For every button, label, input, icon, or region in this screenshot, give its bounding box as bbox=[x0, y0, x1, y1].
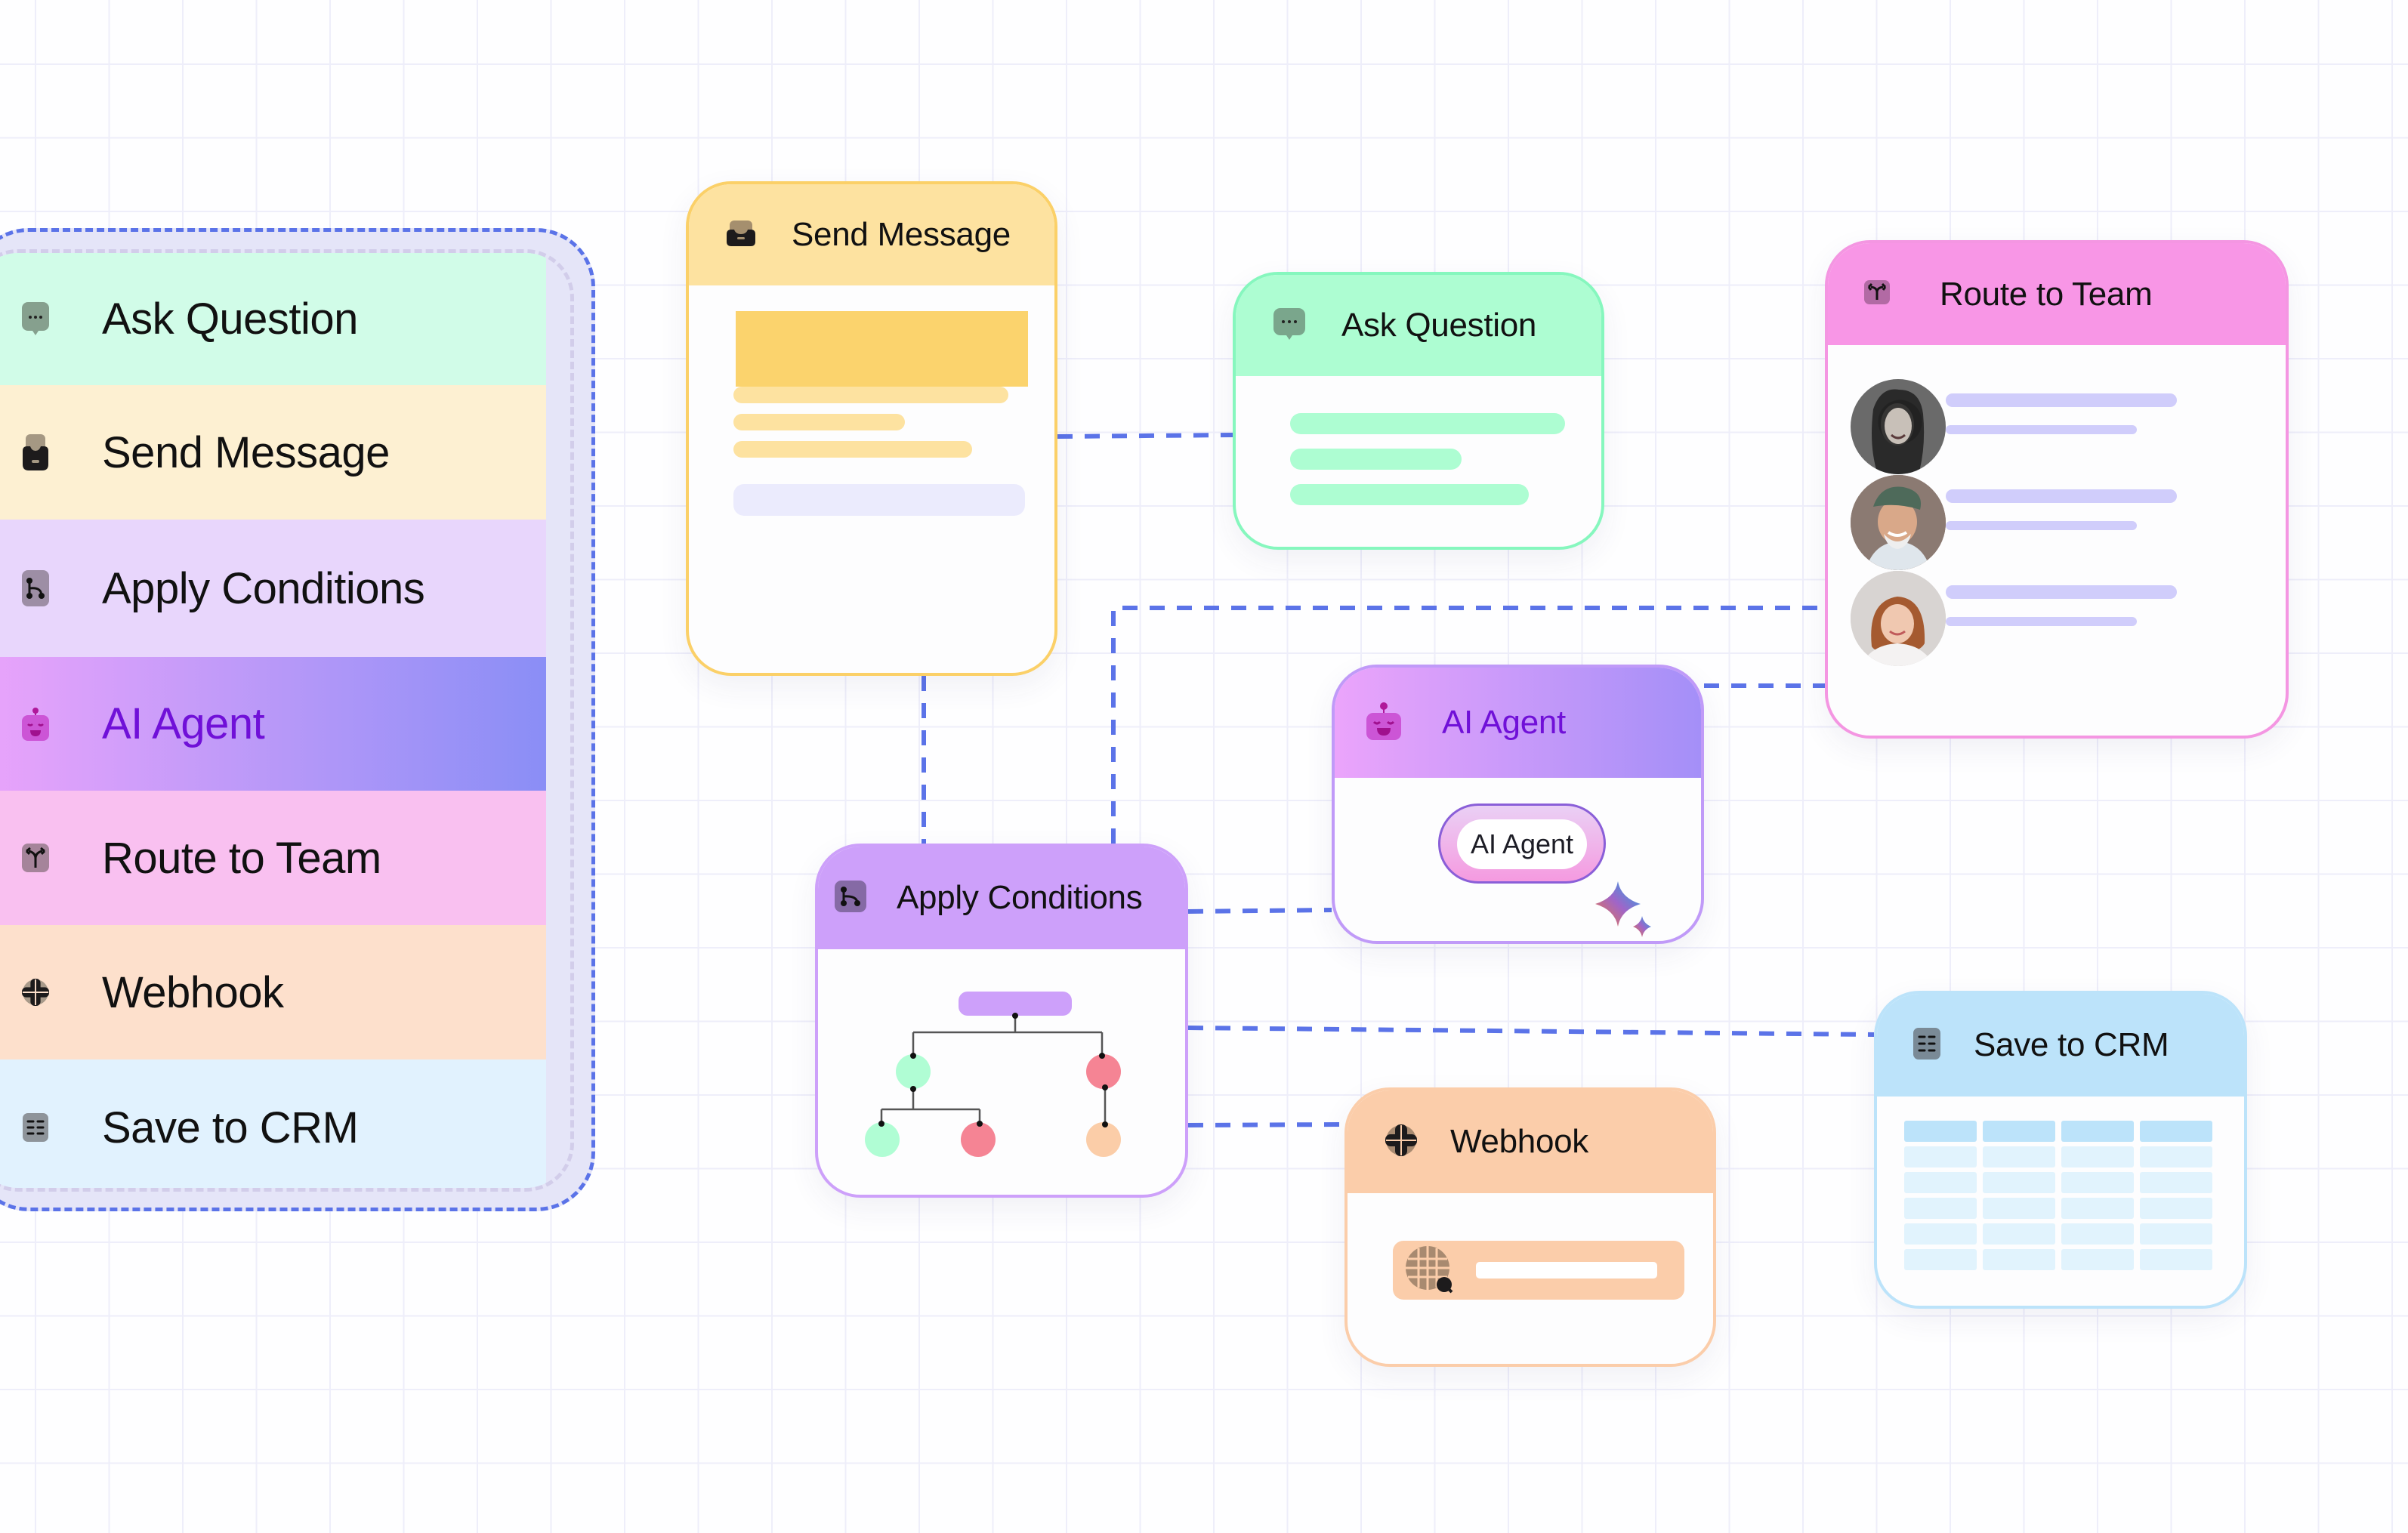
chat-bubble-icon bbox=[22, 301, 49, 338]
node-header: Send Message bbox=[689, 184, 1054, 285]
text-line bbox=[1946, 393, 2177, 407]
inbox-icon bbox=[727, 220, 755, 250]
chat-bubble-icon bbox=[1273, 307, 1305, 344]
palette-item-save-to-crm[interactable]: Save to CRM bbox=[0, 1060, 546, 1188]
palette-item-label: Webhook bbox=[102, 967, 284, 1017]
globe-search-icon bbox=[1405, 1245, 1455, 1299]
palette-item-label: Send Message bbox=[102, 427, 390, 477]
palette-item-ask-question[interactable]: Ask Question bbox=[0, 253, 546, 385]
message-image-placeholder bbox=[736, 311, 1028, 387]
node-header: Webhook bbox=[1348, 1090, 1713, 1193]
split-arrow-icon bbox=[22, 840, 49, 876]
text-line bbox=[1946, 425, 2137, 434]
text-line bbox=[1946, 617, 2137, 626]
node-webhook[interactable]: Webhook bbox=[1344, 1087, 1716, 1367]
node-save-to-crm[interactable]: Save to CRM bbox=[1874, 991, 2247, 1309]
message-button-placeholder bbox=[733, 484, 1025, 516]
palette-item-send-message[interactable]: Send Message bbox=[0, 385, 546, 520]
node-title: Webhook bbox=[1450, 1123, 1588, 1160]
team-member-avatar bbox=[1851, 571, 1946, 666]
node-apply-conditions[interactable]: Apply Conditions bbox=[815, 844, 1188, 1198]
palette-item-webhook[interactable]: Webhook bbox=[0, 925, 546, 1060]
split-arrow-icon bbox=[1864, 280, 1890, 308]
robot-icon bbox=[22, 706, 49, 742]
node-header: Ask Question bbox=[1236, 275, 1601, 376]
branch-icon bbox=[22, 570, 49, 606]
ai-agent-chip[interactable]: AI Agent bbox=[1438, 804, 1606, 884]
text-line bbox=[1290, 449, 1462, 470]
globe-icon bbox=[22, 974, 49, 1010]
node-header: Route to Team bbox=[1828, 243, 2286, 345]
text-line bbox=[733, 414, 905, 430]
node-title: Ask Question bbox=[1341, 307, 1537, 344]
table-icon bbox=[1913, 1027, 1940, 1063]
node-palette: Ask Question Send Message Apply Conditio… bbox=[0, 249, 574, 1192]
text-line bbox=[733, 441, 972, 458]
node-title: Send Message bbox=[792, 216, 1011, 253]
text-line bbox=[1946, 489, 2177, 503]
robot-icon bbox=[1366, 702, 1401, 744]
sparkle-icon bbox=[1595, 881, 1656, 941]
palette-item-label: Ask Question bbox=[102, 295, 358, 344]
palette-item-label: Save to CRM bbox=[102, 1103, 359, 1152]
ai-agent-chip-label: AI Agent bbox=[1457, 819, 1587, 869]
palette-item-route-to-team[interactable]: Route to Team bbox=[0, 791, 546, 925]
node-header: AI Agent bbox=[1335, 668, 1701, 778]
text-line bbox=[1946, 521, 2137, 530]
url-text-placeholder bbox=[1476, 1262, 1657, 1279]
node-title: Apply Conditions bbox=[897, 879, 1143, 916]
text-line bbox=[733, 387, 1008, 403]
condition-tree-diagram bbox=[865, 992, 1121, 1157]
branch-icon bbox=[835, 880, 866, 916]
text-line bbox=[1290, 413, 1565, 434]
node-title: Route to Team bbox=[1940, 275, 2153, 313]
node-route-to-team[interactable]: Route to Team bbox=[1825, 240, 2289, 739]
palette-item-label: AI Agent bbox=[102, 699, 265, 748]
team-member-avatar bbox=[1851, 379, 1946, 474]
globe-icon bbox=[1385, 1124, 1417, 1160]
webhook-url-field[interactable] bbox=[1393, 1241, 1684, 1300]
text-line bbox=[1290, 484, 1529, 505]
table-icon bbox=[22, 1109, 49, 1146]
crm-table-preview bbox=[1904, 1121, 2218, 1272]
node-title: Save to CRM bbox=[1974, 1026, 2169, 1063]
inbox-icon bbox=[22, 434, 49, 470]
palette-item-label: Apply Conditions bbox=[102, 563, 425, 613]
node-header: Save to CRM bbox=[1877, 994, 2244, 1097]
node-header: Apply Conditions bbox=[818, 847, 1185, 949]
node-ai-agent[interactable]: AI Agent AI Agent bbox=[1332, 665, 1704, 944]
team-member-avatar bbox=[1851, 475, 1946, 570]
node-send-message[interactable]: Send Message bbox=[686, 181, 1057, 676]
text-line bbox=[1946, 585, 2177, 599]
palette-item-apply-conditions[interactable]: Apply Conditions bbox=[0, 520, 546, 657]
node-ask-question[interactable]: Ask Question bbox=[1233, 272, 1604, 550]
node-title: AI Agent bbox=[1442, 704, 1566, 741]
palette-item-label: Route to Team bbox=[102, 833, 381, 883]
palette-item-ai-agent[interactable]: AI Agent bbox=[0, 657, 546, 791]
